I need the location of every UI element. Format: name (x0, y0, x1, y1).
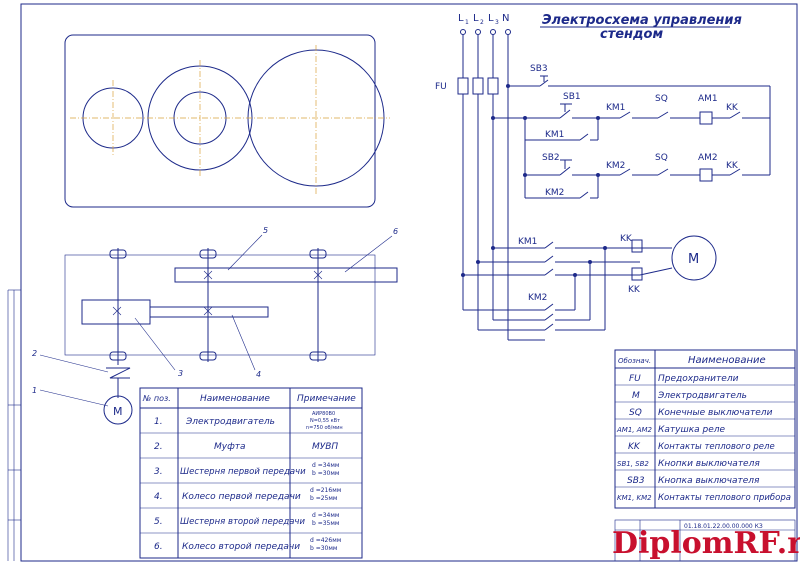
phase-sub-2: 2 (480, 19, 484, 26)
parts-row-name: Шестерня первой передачи (180, 467, 306, 477)
label-km2-hold: KM2 (545, 188, 564, 198)
parts-row-note: n=750 об/мин (306, 425, 343, 431)
label-km1-power: KM1 (518, 237, 537, 247)
legend-code: M (632, 391, 640, 401)
parts-header-note: Примечание (297, 394, 356, 404)
parts-row-note: d =34мм (312, 512, 339, 519)
parts-row-4: 4. Колесо первой передачи d =216мм b =25… (154, 487, 341, 502)
kinematic-scheme: M 1 2 3 4 5 6 (32, 226, 398, 425)
parts-row-pos: 4. (154, 492, 163, 502)
parts-row-name: Колесо второй передачи (182, 542, 300, 552)
callout-3: 3 (178, 369, 183, 378)
phase-label-3: L (488, 13, 494, 24)
motor-label: M (688, 252, 699, 267)
label-km1-coil-contact: KM1 (606, 103, 625, 113)
callout-2: 2 (32, 349, 37, 358)
parts-row-note: b =30мм (312, 470, 339, 477)
label-kk-power-2: KK (628, 285, 641, 295)
legend-name: Электродвигатель (657, 391, 747, 401)
title-block-code: 01.18.01.22.00.00.000 КЗ (684, 523, 763, 530)
parts-row-6: 6. Колесо второй передачи d =426мм b =30… (154, 537, 341, 552)
left-margin-strip (7, 289, 21, 561)
legend-name: Предохранители (658, 374, 739, 384)
sheet-frame (20, 3, 798, 562)
title-block (614, 519, 796, 562)
parts-row-note: d =426мм (310, 537, 341, 544)
parts-row-note: d =216мм (310, 487, 341, 494)
electrical-schematic: L 1 L 2 L 3 N FU (435, 13, 771, 341)
phase-label-1: L (458, 13, 464, 24)
phase-label-n: N (502, 13, 509, 24)
legend-code: SB1, SB2 (617, 460, 649, 468)
parts-row-name: Электродвигатель (185, 417, 275, 427)
parts-header-name: Наименование (200, 394, 270, 404)
label-am2: AM2 (698, 153, 718, 163)
label-km2-power: KM2 (528, 293, 547, 303)
phase-label-2: L (473, 13, 479, 24)
fuse-label: FU (435, 82, 447, 92)
legend-code: AM1, AM2 (616, 426, 653, 434)
label-am1: AM1 (698, 94, 718, 104)
parts-row-name: Муфта (214, 442, 246, 452)
kinematic-motor-label: M (113, 405, 123, 418)
callout-4: 4 (256, 370, 261, 379)
phase-sub-1: 1 (465, 19, 469, 26)
parts-row-note: b =35мм (312, 520, 339, 527)
label-kk-1: KK (726, 103, 739, 113)
legend-code: FU (629, 374, 641, 384)
parts-row-name: Шестерня второй передачи (180, 517, 305, 527)
legend-code: KK (628, 442, 641, 452)
label-sq-2: SQ (655, 153, 668, 163)
label-kk-2: KK (726, 161, 739, 171)
legend-code: SQ (629, 408, 642, 418)
parts-row-pos: 2. (154, 442, 163, 452)
legend-name: Контакты теплового реле (658, 442, 775, 452)
legend-name: Контакты теплового прибора (658, 493, 791, 503)
legend-rows: FU Предохранители M Электродвигатель SQ … (616, 374, 791, 503)
parts-row-name: Колесо первой передачи (182, 492, 301, 502)
legend-name: Кнопки выключателя (658, 459, 760, 469)
parts-row-note: b =25мм (310, 495, 337, 502)
parts-row-3: 3. Шестерня первой передачи d =34мм b =3… (154, 462, 339, 477)
label-kk-power-1: KK (620, 234, 633, 244)
legend-code: SB3 (627, 476, 645, 486)
label-sb3: SB3 (530, 64, 548, 74)
label-sq-1: SQ (655, 94, 668, 104)
parts-row-pos: 1. (154, 417, 163, 427)
label-km1-hold: KM1 (545, 130, 564, 140)
legend-name: Кнопка выключателя (658, 476, 760, 486)
label-sb1: SB1 (563, 92, 581, 102)
label-km2-contact: KM2 (606, 161, 625, 171)
legend-header-code: Обознач. (618, 357, 651, 365)
legend-table (614, 349, 796, 509)
schematic-title-line2: стендом (600, 27, 663, 42)
parts-row-note: МУВП (312, 442, 338, 452)
parts-row-pos: 6. (154, 542, 163, 552)
legend-code: KM1, KM2 (617, 494, 652, 502)
parts-row-pos: 3. (154, 467, 163, 477)
watermark: DiplomRF.ru (612, 526, 800, 561)
schematic-title-line1: Электросхема управления (542, 13, 742, 28)
parts-row-note: АИР80В0 (312, 411, 335, 417)
parts-row-note: d =34мм (312, 462, 339, 469)
callout-1: 1 (32, 386, 37, 395)
parts-header-pos: № поз. (142, 394, 171, 403)
callout-6: 6 (393, 227, 398, 236)
parts-row-note: N=0,55 кВт (310, 418, 340, 424)
phase-sub-3: 3 (495, 19, 499, 26)
parts-row-note: b =30мм (310, 545, 337, 552)
parts-table (139, 387, 363, 559)
parts-row-pos: 5. (154, 517, 163, 527)
legend-name: Конечные выключатели (658, 408, 773, 418)
parts-row-1: 1. Электродвигатель АИР80В0 N=0,55 кВт n… (154, 411, 343, 431)
callout-5: 5 (263, 226, 268, 235)
legend-name: Катушка реле (658, 425, 726, 435)
label-sb2: SB2 (542, 153, 560, 163)
legend-header-name: Наименование (688, 355, 766, 366)
parts-row-5: 5. Шестерня второй передачи d =34мм b =3… (154, 512, 339, 527)
gear-housing-view (64, 34, 390, 208)
parts-row-2: 2. Муфта МУВП (154, 442, 338, 452)
